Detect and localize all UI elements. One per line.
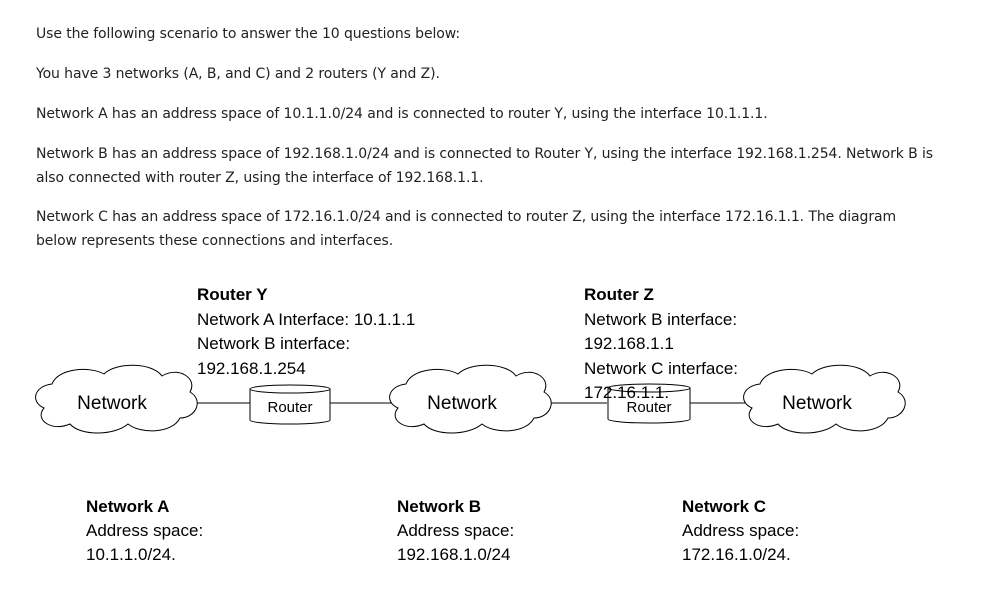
router-y-title: Router Y	[197, 285, 268, 304]
network-c-details: Network C Address space: 172.16.1.0/24.	[682, 497, 799, 564]
router-z-network-b-interface-value: 192.168.1.1	[584, 334, 674, 353]
network-a-address-label: Address space:	[86, 521, 203, 540]
router-z-title: Router Z	[584, 285, 654, 304]
router-y-network-b-interface-value: 192.168.1.254	[197, 359, 306, 378]
network-c-address-label: Address space:	[682, 521, 799, 540]
network-b-address-value: 192.168.1.0/24	[397, 545, 510, 564]
network-c-description: Network C has an address space of 172.16…	[36, 209, 896, 249]
router-y-box-label: Router	[267, 399, 312, 416]
network-b-details: Network B Address space: 192.168.1.0/24	[397, 497, 514, 564]
router-z-details: Router Z Network B interface: 192.168.1.…	[584, 285, 738, 402]
router-z-box-label: Router	[626, 399, 671, 416]
router-y-network-a-interface: Network A Interface: 10.1.1.1	[197, 310, 415, 329]
router-z-network-c-interface-label: Network C interface:	[584, 359, 738, 378]
cloud-network-c: Network	[743, 364, 906, 434]
cloud-c-label: Network	[782, 393, 852, 414]
network-a-details: Network A Address space: 10.1.1.0/24.	[86, 497, 203, 564]
router-z-box: Router	[607, 383, 691, 424]
cloud-a-label: Network	[77, 393, 147, 414]
cloud-network-b: Network	[389, 364, 552, 434]
network-b-address-label: Address space:	[397, 521, 514, 540]
network-a-address-value: 10.1.1.0/24.	[86, 545, 176, 564]
router-y-network-b-interface-label: Network B interface:	[197, 334, 350, 353]
network-c-title: Network C	[682, 497, 766, 516]
cloud-network-a: Network	[35, 364, 198, 434]
network-c-address-value: 172.16.1.0/24.	[682, 545, 791, 564]
intro-line-2: You have 3 networks (A, B, and C) and 2 …	[36, 66, 440, 82]
router-y-details: Router Y Network A Interface: 10.1.1.1 N…	[197, 285, 415, 378]
intro-line-1: Use the following scenario to answer the…	[36, 26, 460, 42]
router-z-network-c-interface-value: 172.16.1.1.	[584, 383, 669, 402]
cloud-b-label: Network	[427, 393, 497, 414]
router-y-box: Router	[249, 384, 331, 425]
router-z-network-b-interface-label: Network B interface:	[584, 310, 737, 329]
network-b-title: Network B	[397, 497, 481, 516]
network-b-description: Network B has an address space of 192.16…	[36, 146, 933, 186]
network-a-title: Network A	[86, 497, 169, 516]
network-a-description: Network A has an address space of 10.1.1…	[36, 106, 768, 122]
